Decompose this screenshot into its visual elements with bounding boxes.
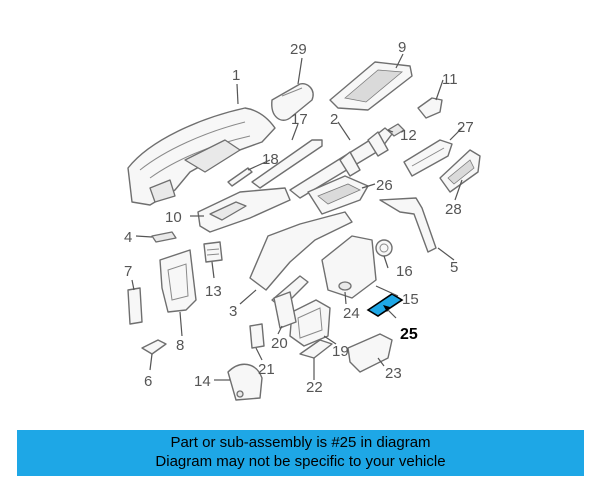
cross-car-beam-part <box>289 127 393 199</box>
callout-23: 23 <box>385 365 402 382</box>
callout-6: 6 <box>144 373 152 390</box>
callout-10: 10 <box>165 209 182 226</box>
callout-7: 7 <box>124 263 132 280</box>
banner-line-1: Part or sub-assembly is #25 in diagram <box>170 434 431 451</box>
vent-27-part <box>403 139 453 177</box>
callout-9: 9 <box>398 39 406 56</box>
vent-28-part <box>439 149 481 193</box>
clip-6-part <box>141 339 167 355</box>
callout-17: 17 <box>291 111 308 128</box>
trim-strip-17-part <box>251 139 323 189</box>
dashboard-panel-part <box>127 107 276 206</box>
leader-lines <box>131 53 463 381</box>
callout-25: 25 <box>400 326 418 343</box>
trim-strip-18-part <box>227 167 253 187</box>
callout-20: 20 <box>271 335 288 352</box>
callout-21: 21 <box>258 361 275 378</box>
lower-dash-part <box>197 187 291 233</box>
lower-trim-15-part <box>321 235 377 299</box>
callout-19: 19 <box>332 343 349 360</box>
callout-3: 3 <box>229 303 237 320</box>
bracket-20-part <box>273 291 297 329</box>
vent-13-part <box>203 241 223 263</box>
callout-22: 22 <box>306 379 323 396</box>
bracket-11-part <box>417 97 443 119</box>
callout-29: 29 <box>290 41 307 58</box>
callout-24: 24 <box>343 305 360 322</box>
clip-4-part <box>151 231 177 243</box>
callout-13: 13 <box>205 283 222 300</box>
defroster-grille-part <box>329 61 413 111</box>
callout-12: 12 <box>400 127 417 144</box>
callout-28: 28 <box>445 201 462 218</box>
callout-11: 11 <box>442 71 458 88</box>
center-vent-housing-part <box>307 175 369 215</box>
callout-15: 15 <box>402 291 419 308</box>
airbag-cover-part <box>271 83 314 121</box>
callout-8: 8 <box>176 337 184 354</box>
cover-23-part <box>347 333 393 373</box>
parts-exploded-diagram: 1 29 9 11 12 17 2 27 18 26 28 10 4 7 16 … <box>124 39 481 401</box>
callout-1: 1 <box>232 67 240 84</box>
part-25-highlighted <box>366 293 404 319</box>
callout-14: 14 <box>194 373 211 390</box>
plug-24-part <box>338 281 352 291</box>
bracket-21-part <box>249 323 265 349</box>
callout-16: 16 <box>396 263 413 280</box>
banner-line-2: Diagram may not be specific to your vehi… <box>155 453 446 470</box>
cover-22-part <box>299 339 333 359</box>
knob-16-part <box>375 239 393 257</box>
part-info-banner: Part or sub-assembly is #25 in diagram D… <box>17 430 584 476</box>
bracket-7-part <box>127 287 143 325</box>
bracket-8-part <box>159 249 197 313</box>
pillar-5-part <box>379 197 437 253</box>
callout-27: 27 <box>457 119 474 136</box>
callout-18: 18 <box>262 151 279 168</box>
side-cover-14-part <box>227 363 263 401</box>
callout-5: 5 <box>450 259 458 276</box>
glove-box-19-part <box>289 299 331 347</box>
callout-26: 26 <box>376 177 393 194</box>
callout-4: 4 <box>124 229 132 246</box>
callout-2: 2 <box>330 111 338 128</box>
